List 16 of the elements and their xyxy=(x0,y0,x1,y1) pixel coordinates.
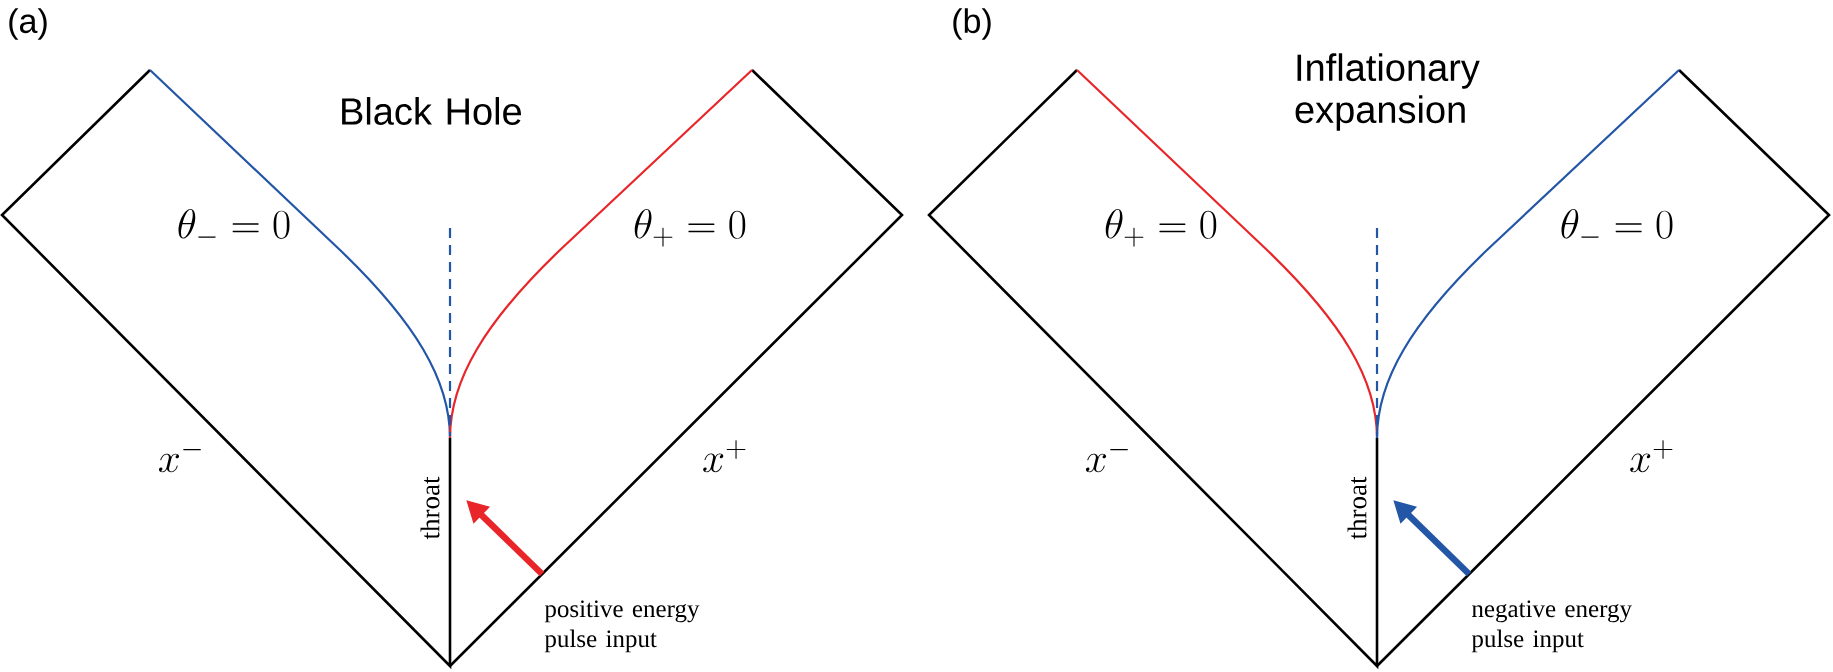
panel-label: (a) xyxy=(9,8,47,40)
coordinate-label: $x^+$ xyxy=(703,440,746,473)
pulse-label: negative energy pulse input xyxy=(1471,600,1632,653)
coordinate-label: $x^-$ xyxy=(1085,449,1128,473)
equation: $\theta_- = 0$ xyxy=(1561,208,1673,239)
coordinate-label: $x^+$ xyxy=(1630,440,1673,473)
equation: $\theta_+ = 0$ xyxy=(634,209,746,247)
equation: $\theta_+ = 0$ xyxy=(1105,209,1217,247)
title-text: Black Hole xyxy=(342,97,521,125)
throat-label: throat xyxy=(420,476,440,540)
title-text: Inflationary expansion xyxy=(1295,53,1480,131)
panel-label: (b) xyxy=(953,8,991,40)
pulse-label: positive energy pulse input xyxy=(544,600,700,653)
coordinate-label: $x^-$ xyxy=(158,449,201,473)
throat-label: throat xyxy=(1347,476,1367,540)
equation: $\theta_- = 0$ xyxy=(178,208,290,239)
